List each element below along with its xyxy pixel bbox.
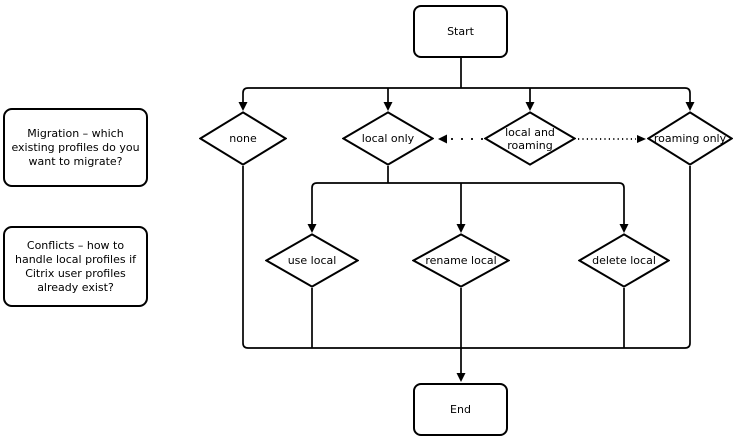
decision-use-local-label: use local bbox=[287, 254, 337, 267]
diamond-shape bbox=[265, 233, 359, 288]
note-migration-text: Migration – which existing profiles do y… bbox=[11, 126, 140, 168]
diamond-shape bbox=[199, 111, 287, 166]
decision-rename-local: rename local bbox=[412, 233, 510, 288]
arrowhead-dotted-right bbox=[637, 135, 646, 143]
edge-top-branch-rail bbox=[242, 87, 691, 103]
arrowhead-to-none bbox=[238, 102, 248, 111]
arrowhead-to-rename-local bbox=[456, 224, 466, 233]
decision-delete-local-label: delete local bbox=[592, 254, 656, 267]
decision-delete-local: delete local bbox=[578, 233, 670, 288]
diamond-shape bbox=[484, 111, 576, 166]
decision-none: none bbox=[199, 111, 287, 166]
arrowhead-dotted-left bbox=[438, 134, 447, 144]
diamond-shape bbox=[342, 111, 434, 166]
arrowhead-to-use-local bbox=[307, 224, 317, 233]
arrowhead-to-end bbox=[456, 373, 466, 382]
arrowhead-to-delete-local bbox=[619, 224, 629, 233]
decision-roaming-only-label: roaming only bbox=[653, 132, 727, 145]
diamond-shape bbox=[647, 111, 733, 166]
decision-none-label: none bbox=[229, 132, 257, 145]
arrowhead-to-roaming-only bbox=[685, 102, 695, 111]
decision-use-local: use local bbox=[265, 233, 359, 288]
diamond-shape bbox=[578, 233, 670, 288]
decision-local-only: local only bbox=[342, 111, 434, 166]
node-end: End bbox=[413, 383, 508, 436]
decision-local-and-roaming: local and roaming bbox=[484, 111, 576, 166]
note-migration-question: Migration – which existing profiles do y… bbox=[3, 108, 148, 187]
note-conflicts-question: Conflicts – how to handle local profiles… bbox=[3, 226, 148, 307]
decision-local-and-roaming-label: local and roaming bbox=[505, 125, 555, 152]
node-start-label: Start bbox=[447, 24, 474, 38]
diamond-shape bbox=[412, 233, 510, 288]
decision-rename-local-label: rename local bbox=[425, 254, 497, 267]
decision-roaming-only: roaming only bbox=[647, 111, 733, 166]
arrowhead-to-local-and-roaming bbox=[525, 102, 535, 111]
node-start: Start bbox=[413, 5, 508, 58]
decision-local-only-label: local only bbox=[361, 132, 415, 145]
arrowhead-to-local-only bbox=[383, 102, 393, 111]
node-end-label: End bbox=[450, 402, 471, 416]
note-conflicts-text: Conflicts – how to handle local profiles… bbox=[14, 238, 137, 294]
edge-merge-rail bbox=[242, 166, 691, 349]
edge-conflict-branch-rail bbox=[311, 182, 625, 224]
